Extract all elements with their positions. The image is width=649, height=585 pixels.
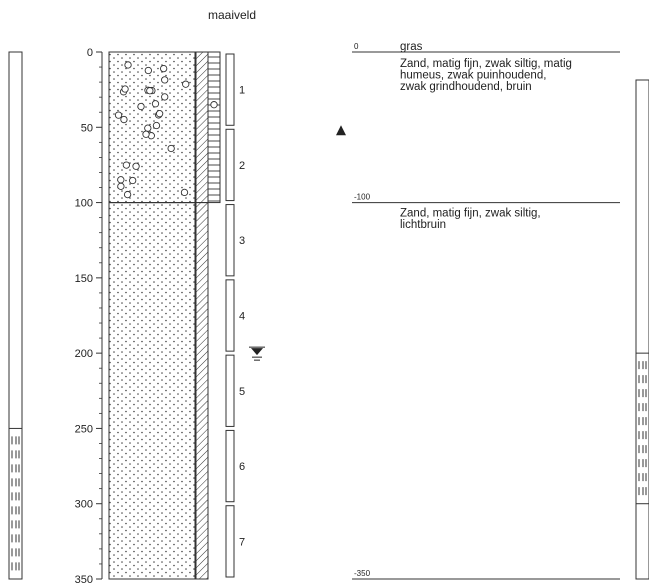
description-depth-label: -100 <box>354 193 371 202</box>
description-text-line: humeus, zwak puinhoudend, <box>400 70 546 82</box>
description-text-line: zwak grindhoudend, bruin <box>400 81 532 93</box>
left-tube <box>8 51 23 580</box>
sample-bracket <box>225 505 235 578</box>
sample-label: 2 <box>239 160 245 172</box>
gravel-symbol <box>114 111 123 119</box>
left-tube-filter <box>9 427 22 580</box>
triangle-marker-icon <box>336 125 346 136</box>
sample-label: 3 <box>239 235 245 247</box>
sample-label: 6 <box>239 461 245 473</box>
silt-admixture <box>195 51 209 204</box>
depth-tick-label: 300 <box>75 499 93 511</box>
gravel-symbol <box>146 87 154 95</box>
sample-label: 4 <box>239 311 245 323</box>
gravel-symbol <box>144 66 152 75</box>
gravel-symbol <box>121 85 129 93</box>
description-text-line: gras <box>400 41 423 53</box>
humus-admixture <box>207 51 221 204</box>
gravel-symbol <box>132 162 140 170</box>
gravel-symbol <box>180 188 189 197</box>
gravel-symbol <box>144 124 152 132</box>
groundwater-level-icon <box>249 346 265 361</box>
depth-tick-label: 0 <box>87 47 93 59</box>
right-tube-filter <box>636 352 649 505</box>
lithology-column <box>108 51 196 580</box>
right-tube-casing <box>635 79 649 580</box>
admixture-gravel <box>210 101 218 109</box>
admixture-strip <box>195 51 221 580</box>
depth-tick-label: 200 <box>75 348 93 360</box>
lithology-layer <box>108 202 196 580</box>
sample-bracket <box>225 204 235 277</box>
description-text-line: Zand, matig fijn, zwak siltig, matig <box>400 58 572 70</box>
gravel-symbol <box>151 100 160 108</box>
sample-label: 7 <box>239 536 245 548</box>
gravel-symbol <box>117 176 125 184</box>
gravel-symbol <box>117 182 125 191</box>
depth-tick-label: 50 <box>81 122 93 134</box>
groundwater-triangle <box>251 348 263 356</box>
sample-bracket <box>225 53 235 126</box>
gravel-symbol <box>142 130 150 138</box>
gravel-symbol <box>182 80 190 88</box>
gravel-symbol <box>161 76 169 84</box>
sample-bracket <box>225 354 235 427</box>
gravel-symbol <box>152 121 161 130</box>
depth-tick-label: 250 <box>75 423 93 435</box>
description-text-line: Zand, matig fijn, zwak siltig, <box>400 208 541 220</box>
triangle-marker <box>336 125 346 136</box>
sample-bracket <box>225 128 235 202</box>
gravel-symbol <box>161 93 169 101</box>
depth-tick-label: 350 <box>75 574 93 585</box>
surface-title: maaiveld <box>208 8 256 22</box>
description-text-line: lichtbruin <box>400 219 446 231</box>
gravel-symbol <box>167 144 175 153</box>
gravel-symbol <box>123 190 132 199</box>
gravel-symbol <box>124 61 132 69</box>
sample-brackets: 1 2 3 4 5 6 7 <box>225 53 245 578</box>
depth-tick-label: 150 <box>75 273 93 285</box>
right-tube <box>635 79 649 580</box>
depth-tick-label: 100 <box>75 198 93 210</box>
gravel-symbol <box>137 102 145 111</box>
sample-bracket <box>225 429 235 503</box>
depth-axis: 0 50 100 150 200 250 300 350 <box>75 47 103 585</box>
silt-admixture <box>195 202 209 580</box>
sample-bracket <box>225 279 235 352</box>
description-depth-label: 0 <box>354 42 359 51</box>
description-depth-label: -350 <box>354 569 371 578</box>
gravel-symbol <box>129 176 137 185</box>
gravel-symbol <box>122 161 131 169</box>
sample-label: 1 <box>239 85 245 97</box>
sample-label: 5 <box>239 386 245 398</box>
gravel-symbol <box>155 110 164 118</box>
gravel-symbol <box>120 115 128 124</box>
gravel-symbol <box>160 64 168 73</box>
